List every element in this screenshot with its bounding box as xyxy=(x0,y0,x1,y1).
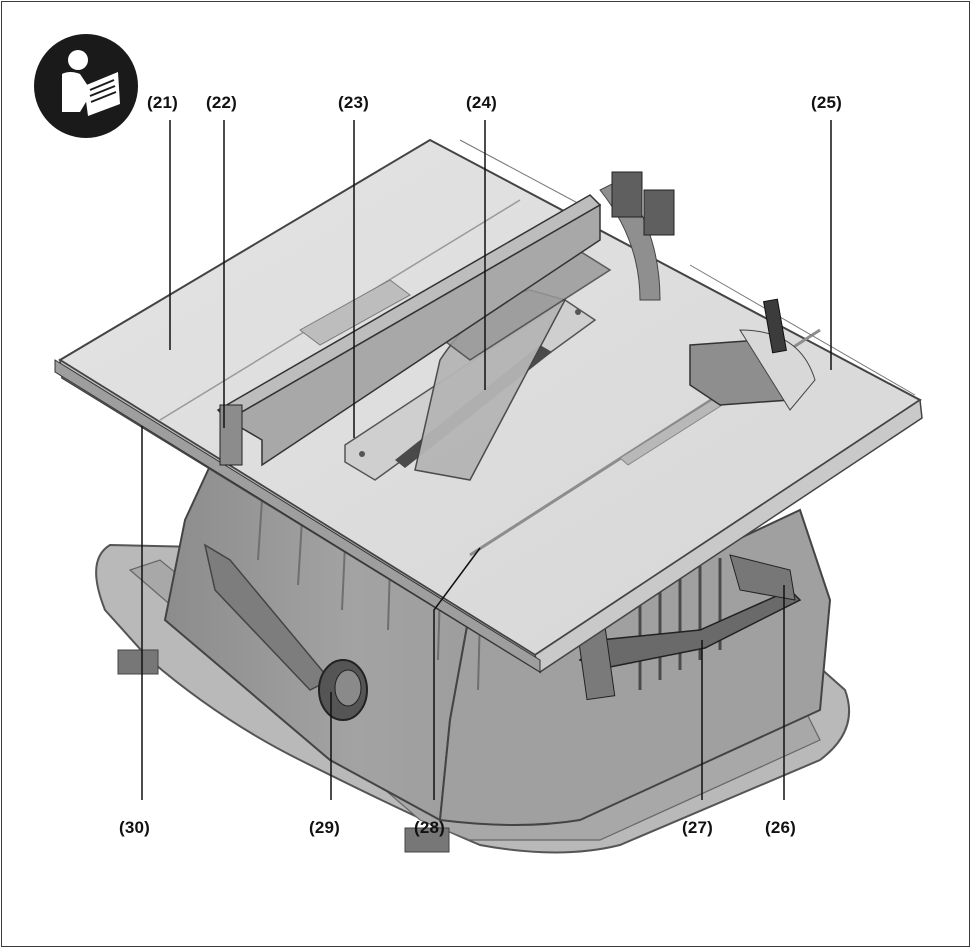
callout-28: (28) xyxy=(414,818,446,837)
callout-23: (23) xyxy=(338,93,370,112)
carry-handle xyxy=(576,554,802,701)
callout-leaders xyxy=(141,120,832,800)
callout-24: (24) xyxy=(466,93,498,112)
saw-housing xyxy=(163,453,832,826)
height-handwheel xyxy=(318,659,368,721)
read-manual-icon xyxy=(34,34,138,138)
callout-25: (25) xyxy=(811,93,843,112)
callout-27: (27) xyxy=(682,818,714,837)
callout-26: (26) xyxy=(765,818,797,837)
callout-22: (22) xyxy=(206,93,238,112)
miter-gauge xyxy=(689,298,816,411)
callout-30: (30) xyxy=(119,818,151,837)
callout-29: (29) xyxy=(309,818,341,837)
callout-21: (21) xyxy=(147,93,179,112)
